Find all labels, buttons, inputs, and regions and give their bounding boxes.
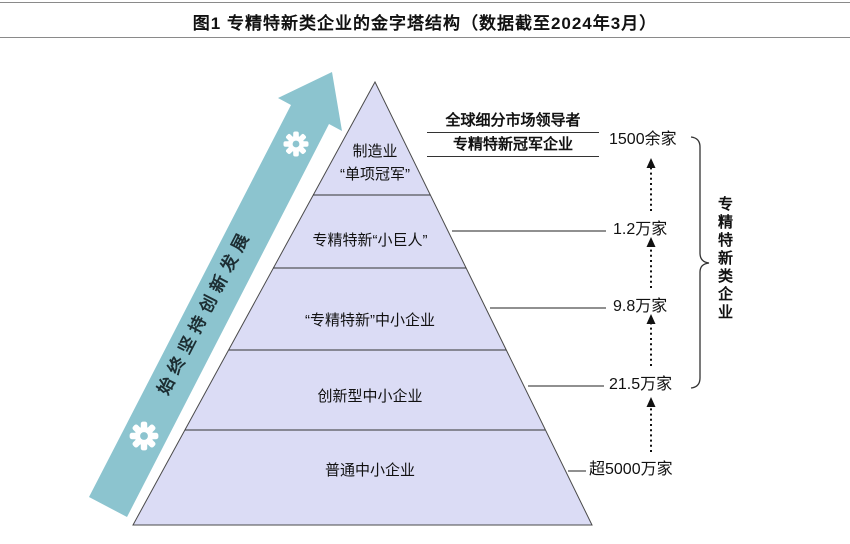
page-title: 图1 专精特新类企业的金字塔结构（数据截至2024年3月） bbox=[192, 14, 658, 33]
count-label-3: 9.8万家 bbox=[613, 298, 668, 315]
gear-icon-top bbox=[283, 131, 309, 157]
apex-annotation-line1: 全球细分市场领导者 bbox=[427, 109, 599, 133]
tier-2-label: 专精特新“小巨人” bbox=[312, 232, 428, 249]
apex-annotation: 全球细分市场领导者 专精特新冠军企业 bbox=[427, 109, 599, 157]
growth-arrowhead-3 bbox=[646, 314, 656, 324]
tier-1-label-line2: “单项冠军” bbox=[340, 166, 410, 183]
count-label-5: 超5000万家 bbox=[589, 461, 673, 478]
header-rule-top bbox=[0, 2, 850, 3]
tier-1-label-line1: 制造业 bbox=[352, 143, 398, 160]
tier-4-label: 创新型中小企业 bbox=[317, 388, 423, 405]
gear-icon-bottom bbox=[129, 421, 159, 451]
growth-arrowheads bbox=[646, 158, 656, 407]
bracket-category-label: 专精特新类企业 bbox=[716, 196, 733, 322]
tier-5-label: 普通中小企业 bbox=[324, 462, 415, 479]
growth-arrowhead-2 bbox=[646, 237, 656, 247]
growth-arrowhead-4 bbox=[646, 397, 656, 407]
header-rule-bottom bbox=[0, 37, 850, 38]
growth-arrowhead-1 bbox=[646, 158, 656, 168]
apex-annotation-line2: 专精特新冠军企业 bbox=[427, 133, 599, 157]
count-label-1: 1500余家 bbox=[609, 131, 677, 148]
tier-1-label: 制造业 “单项冠军” bbox=[292, 140, 458, 186]
leader-lines bbox=[452, 230, 606, 472]
pyramid-triangle bbox=[132, 80, 593, 526]
tier-dividers bbox=[185, 194, 545, 431]
count-label-2: 1.2万家 bbox=[613, 221, 668, 238]
right-brace bbox=[690, 136, 710, 389]
innovation-arrow bbox=[89, 72, 342, 517]
tier-3-label: “专精特新”中小企业 bbox=[305, 312, 435, 329]
count-label-4: 21.5万家 bbox=[609, 376, 673, 393]
